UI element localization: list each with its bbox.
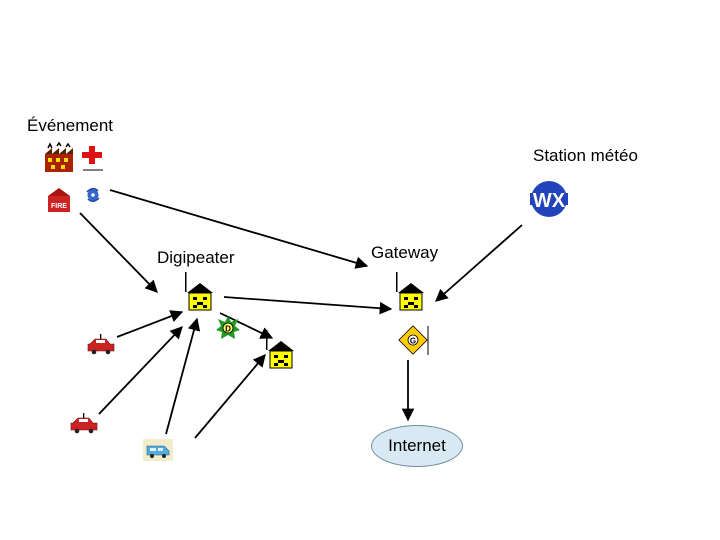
arrow-car1-to-digipeater (116, 310, 184, 338)
label-gateway: Gateway (371, 243, 439, 262)
internet-node: Internet (371, 425, 463, 467)
fire-station-icon: FIRE (48, 188, 70, 212)
arrow-weather-to-gateway (435, 224, 523, 302)
arrow-car2-to-digipeater (98, 326, 183, 415)
label-internet: Internet (388, 436, 446, 455)
label-event: Événement (27, 116, 113, 135)
digipeater-badge-text: D (225, 325, 231, 334)
gateway-house-icon (395, 271, 425, 311)
arrow-digipeater-to-gateway (223, 296, 393, 315)
van-icon (143, 439, 173, 461)
arrow-digipeater-to-relay (219, 312, 274, 339)
fire-sign-text: FIRE (51, 203, 67, 210)
arrow-van-to-digipeater (165, 317, 201, 435)
gateway-badge-text: G (410, 337, 416, 346)
label-weather-station: Station météo (533, 146, 638, 165)
car-icon (70, 412, 98, 434)
digipeater-star-icon: D (216, 316, 240, 339)
hurricane-icon (86, 188, 100, 202)
label-digipeater: Digipeater (157, 248, 235, 267)
arrow-event-to-gateway (109, 189, 369, 269)
factory-icon (45, 141, 73, 172)
relay-house-icon (265, 329, 295, 369)
car-icon (87, 333, 115, 355)
weather-station-icon: WX (530, 181, 568, 217)
weather-badge-text: WX (533, 190, 566, 212)
arrow-hiker-to-relay (194, 354, 266, 439)
gateway-badge-icon: G (398, 325, 429, 355)
digipeater-house-icon (184, 271, 214, 311)
red-cross-icon (82, 146, 103, 171)
arrow-event-to-digipeater (79, 212, 158, 293)
